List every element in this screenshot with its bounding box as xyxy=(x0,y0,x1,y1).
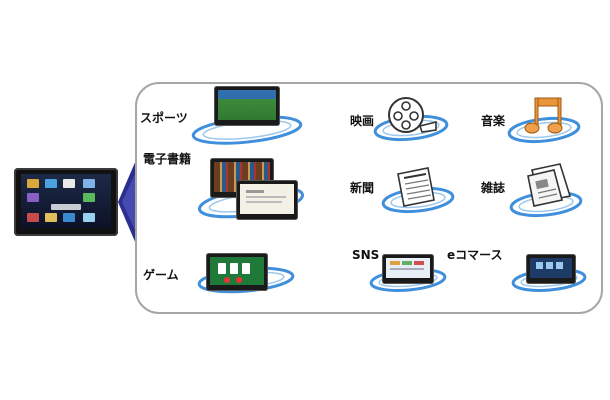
app-tile-icon xyxy=(45,179,57,188)
source-tablet-screen xyxy=(21,174,111,228)
app-tile-icon xyxy=(45,213,57,222)
tablet-sns-icon xyxy=(382,254,434,284)
label-games: ゲーム xyxy=(143,268,179,282)
label-music: 音楽 xyxy=(481,114,505,128)
app-tile-icon xyxy=(63,213,75,222)
pointer-arrow xyxy=(118,160,136,244)
label-news: 新聞 xyxy=(350,181,374,195)
music-note-icon xyxy=(524,94,570,138)
app-tile-icon xyxy=(27,213,39,222)
source-tablet xyxy=(14,168,118,236)
app-tile-icon xyxy=(63,179,75,188)
label-ebooks: 電子書籍 xyxy=(143,152,191,166)
app-tile-icon xyxy=(83,193,95,202)
tablet-ebook-reader-icon xyxy=(236,180,298,220)
label-ecommerce: eコマース xyxy=(447,248,503,262)
label-movies: 映画 xyxy=(350,114,374,128)
tablet-ecommerce-icon xyxy=(526,254,576,284)
magazine-icon xyxy=(526,160,576,208)
brand-logo xyxy=(51,204,81,210)
app-tile-icon xyxy=(83,213,95,222)
label-sns: SNS xyxy=(352,248,379,262)
app-tile-icon xyxy=(27,193,39,202)
app-tile-icon xyxy=(83,179,95,188)
newspaper-icon xyxy=(392,166,440,210)
app-tile-icon xyxy=(27,179,39,188)
label-magazines: 雑誌 xyxy=(481,181,505,195)
film-reel-icon xyxy=(386,96,438,136)
tablet-sports-icon xyxy=(214,86,280,126)
tablet-game-icon xyxy=(206,253,268,291)
label-sports: スポーツ xyxy=(140,111,188,125)
